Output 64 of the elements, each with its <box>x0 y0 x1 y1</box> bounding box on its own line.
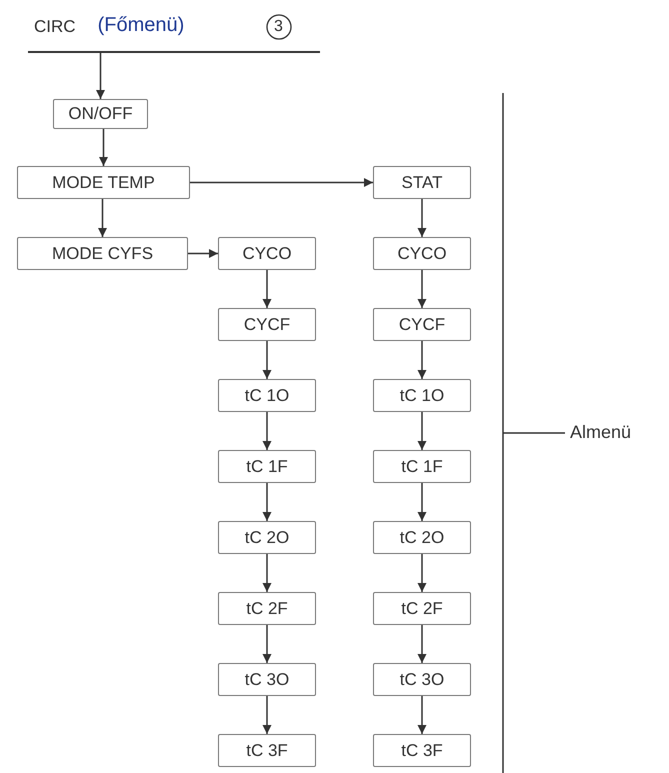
menu-item-box <box>218 734 316 767</box>
menu-item-box <box>373 237 471 270</box>
menu-item-label: tC 1F <box>246 456 288 476</box>
menu-item-box <box>373 308 471 341</box>
submenu-label: Almenü <box>570 422 632 443</box>
arrow <box>98 199 107 237</box>
menu-item-box <box>373 592 471 625</box>
menu-item-label: tC 2O <box>244 528 290 548</box>
arrow <box>262 625 272 663</box>
arrow <box>96 53 105 99</box>
arrow <box>262 270 272 308</box>
menu-item-box <box>17 237 188 270</box>
menu-item-label: tC 1O <box>400 386 444 406</box>
menu-annotation: (Főmenü) <box>98 14 184 37</box>
arrow <box>262 341 272 379</box>
arrow <box>418 483 426 521</box>
menu-item-label: tC 2F <box>246 598 288 618</box>
menu-item-box <box>17 166 190 199</box>
menu-item-label: MODE CYFS <box>52 244 154 264</box>
menu-item-box <box>218 308 316 341</box>
arrow <box>418 554 426 592</box>
arrow <box>418 625 426 663</box>
arrow <box>190 178 373 187</box>
arrow <box>418 199 426 237</box>
menu-item-box <box>373 734 471 767</box>
menu-item-label: tC 3F <box>246 740 288 760</box>
menu-item-box <box>373 521 471 554</box>
menu-item-box <box>373 166 471 199</box>
menu-item-box <box>373 450 471 483</box>
menu-item-box <box>218 521 316 554</box>
menu-item-label: CYCO <box>242 244 292 264</box>
menu-item-label: tC 3O <box>400 670 444 690</box>
arrow <box>99 129 108 166</box>
menu-item-label: tC 2F <box>401 598 443 618</box>
menu-item-box <box>373 379 471 412</box>
arrow <box>262 412 272 450</box>
arrow <box>188 249 218 258</box>
menu-item-box <box>218 237 316 270</box>
arrow <box>262 554 272 592</box>
menu-item-label: tC 3F <box>401 740 443 760</box>
arrow <box>262 696 272 734</box>
menu-item-box <box>218 450 316 483</box>
menu-item-label: STAT <box>402 172 442 192</box>
menu-item-label: tC 1F <box>401 456 443 476</box>
arrow <box>418 341 426 379</box>
callout-number: 3 <box>274 18 283 36</box>
menu-item-label: tC 1O <box>244 386 290 406</box>
arrow <box>418 270 426 308</box>
menu-title: CIRC <box>34 17 76 37</box>
menu-item-label: CYCF <box>398 314 446 334</box>
menu-item-label: CYCF <box>244 314 290 334</box>
menu-item-label: MODE TEMP <box>52 172 155 192</box>
arrow <box>418 412 426 450</box>
arrow <box>418 696 426 734</box>
menu-item-box <box>218 592 316 625</box>
menu-item-box <box>373 663 471 696</box>
menu-item-label: CYCO <box>397 244 447 264</box>
menu-item-label: tC 2O <box>400 528 444 548</box>
menu-item-box <box>53 99 148 129</box>
menu-item-label: ON/OFF <box>68 104 133 124</box>
menu-item-box <box>218 663 316 696</box>
menu-item-label: tC 3O <box>244 670 290 690</box>
menu-item-box <box>218 379 316 412</box>
arrow <box>262 483 272 521</box>
